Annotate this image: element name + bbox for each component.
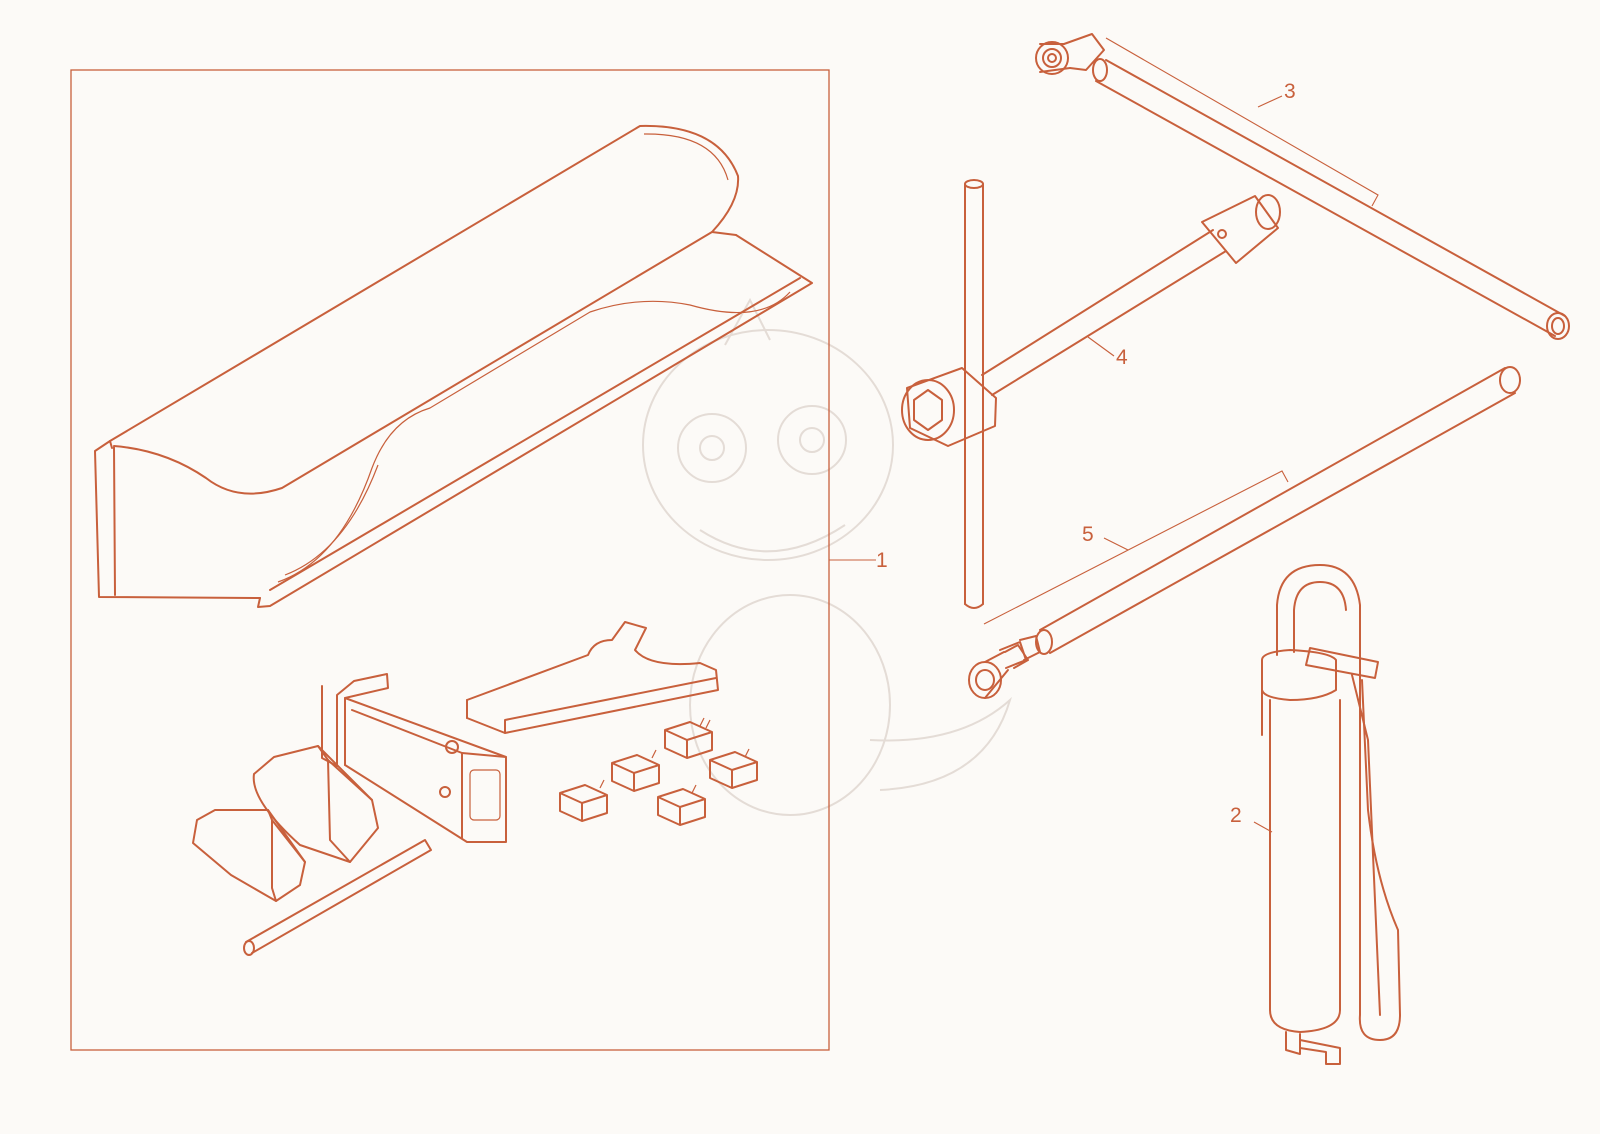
item-2-grease-gun [1261, 564, 1401, 1065]
item-3-angled-rod [1035, 33, 1570, 340]
hex-sockets [192, 745, 379, 902]
pin-rod [243, 839, 432, 956]
kit-frame [70, 69, 830, 1051]
callout-1: 1 [876, 549, 888, 572]
tool-bag [94, 124, 813, 608]
watermark [642, 297, 1012, 816]
callout-4: 4 [1116, 346, 1128, 369]
item-5-rod-nozzle [968, 366, 1521, 699]
item-4-t-wrench [901, 179, 1281, 609]
callout-2: 2 [1230, 804, 1242, 827]
spanner [466, 621, 719, 734]
fuses [559, 717, 758, 826]
callout-5: 5 [1082, 523, 1094, 546]
callout-3: 3 [1284, 80, 1296, 103]
box-wrench [321, 673, 507, 843]
leader-lines [829, 37, 1379, 833]
